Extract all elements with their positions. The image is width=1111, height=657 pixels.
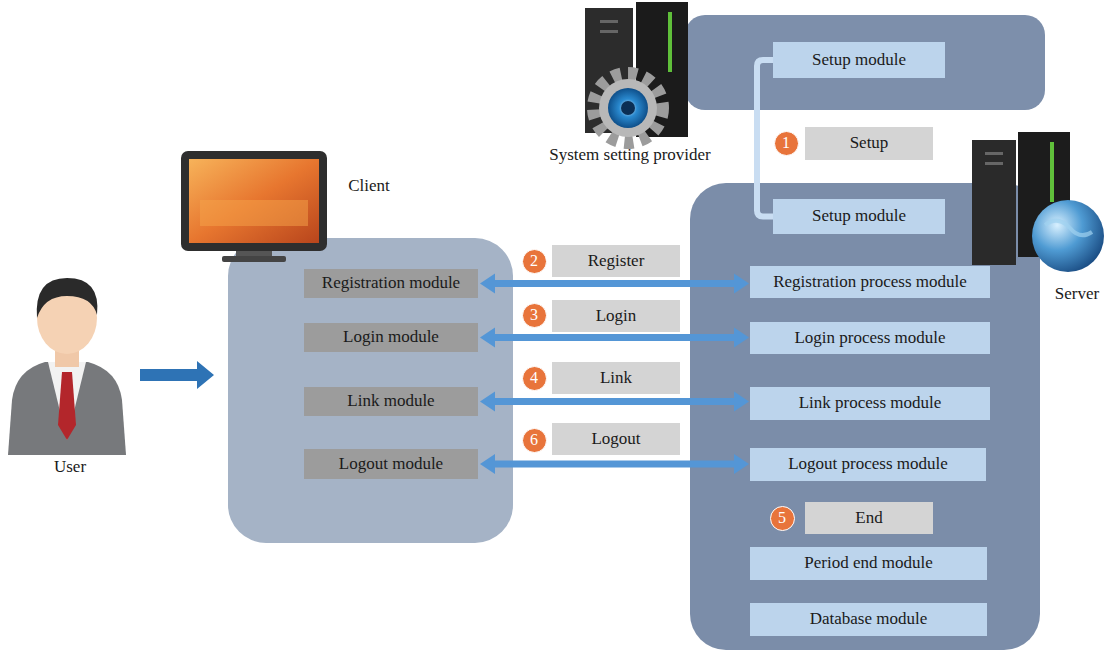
module-label: Login module bbox=[343, 328, 439, 347]
module-box: Login module bbox=[304, 323, 478, 352]
edge-label-box: Link bbox=[552, 362, 680, 394]
module-label: Login process module bbox=[794, 329, 945, 348]
group-heading: Server bbox=[1046, 285, 1108, 304]
module-box: Link process module bbox=[750, 387, 990, 420]
module-box: Login process module bbox=[750, 322, 990, 354]
module-label: Logout module bbox=[339, 455, 443, 474]
group-heading: System setting provider bbox=[522, 146, 738, 165]
group-panel: System setting providerSetup module bbox=[685, 15, 1045, 110]
step-box: End bbox=[805, 502, 933, 534]
edge-label-box: Login bbox=[552, 300, 680, 332]
module-box: Logout module bbox=[304, 449, 478, 479]
arrow-head bbox=[480, 392, 495, 412]
edge-label-box: Logout bbox=[552, 423, 680, 455]
arrow-head bbox=[734, 454, 749, 474]
edge-label-box: Register bbox=[552, 245, 680, 277]
edge-label: Link bbox=[600, 369, 632, 388]
server-icon bbox=[972, 132, 1104, 272]
callout-number: 3 bbox=[522, 303, 547, 328]
user-arrow bbox=[140, 361, 214, 389]
module-label: Setup module bbox=[812, 51, 906, 70]
edge-label-box: Setup bbox=[805, 127, 933, 160]
module-box: Registration module bbox=[304, 269, 478, 298]
connector bbox=[757, 60, 773, 217]
arrow-head bbox=[480, 454, 495, 474]
callout-number: 4 bbox=[522, 366, 547, 391]
callout-number: 5 bbox=[770, 506, 795, 531]
connector bbox=[480, 392, 749, 412]
module-box: Logout process module bbox=[750, 448, 986, 481]
connector-line bbox=[492, 398, 737, 405]
arrow-head bbox=[480, 328, 495, 348]
connector-line bbox=[492, 334, 737, 341]
arrow-head bbox=[480, 274, 495, 294]
module-label: Logout process module bbox=[788, 455, 948, 474]
module-label: Registration process module bbox=[773, 273, 967, 292]
monitor-icon bbox=[181, 151, 327, 262]
edge-label: Setup bbox=[850, 134, 889, 153]
edge-label: Login bbox=[596, 307, 637, 326]
module-box: Database module bbox=[750, 603, 987, 636]
callout-number: 1 bbox=[774, 131, 799, 156]
module-box: Period end module bbox=[750, 547, 987, 580]
module-label: Database module bbox=[810, 610, 928, 629]
module-label: Registration module bbox=[322, 274, 460, 293]
connector bbox=[480, 454, 749, 474]
module-box: Setup module bbox=[773, 42, 945, 78]
provider-server-icon bbox=[585, 2, 688, 142]
module-label: Link module bbox=[347, 392, 434, 411]
arrow-head bbox=[734, 274, 749, 294]
arrow-head bbox=[734, 328, 749, 348]
group-panel: ClientRegistration moduleLogin moduleLin… bbox=[228, 238, 513, 543]
module-label: Link process module bbox=[799, 394, 942, 413]
group-heading: Client bbox=[334, 177, 404, 196]
module-label: Setup module bbox=[812, 207, 906, 226]
callout-number: 6 bbox=[522, 428, 547, 453]
module-box: Registration process module bbox=[750, 266, 990, 298]
callout-number: 2 bbox=[522, 249, 547, 274]
edge-label: Logout bbox=[591, 430, 640, 449]
figure-label: User bbox=[54, 458, 86, 477]
module-label: Period end module bbox=[804, 554, 932, 573]
module-box: Link module bbox=[304, 387, 478, 416]
module-label: End bbox=[855, 509, 882, 528]
connector-line bbox=[757, 60, 773, 217]
edge-label: Register bbox=[588, 252, 645, 271]
connector-line bbox=[492, 461, 737, 468]
connector-line bbox=[492, 280, 737, 287]
user-figure bbox=[8, 278, 126, 455]
module-box: Setup module bbox=[773, 199, 945, 234]
arrow-head bbox=[734, 392, 749, 412]
